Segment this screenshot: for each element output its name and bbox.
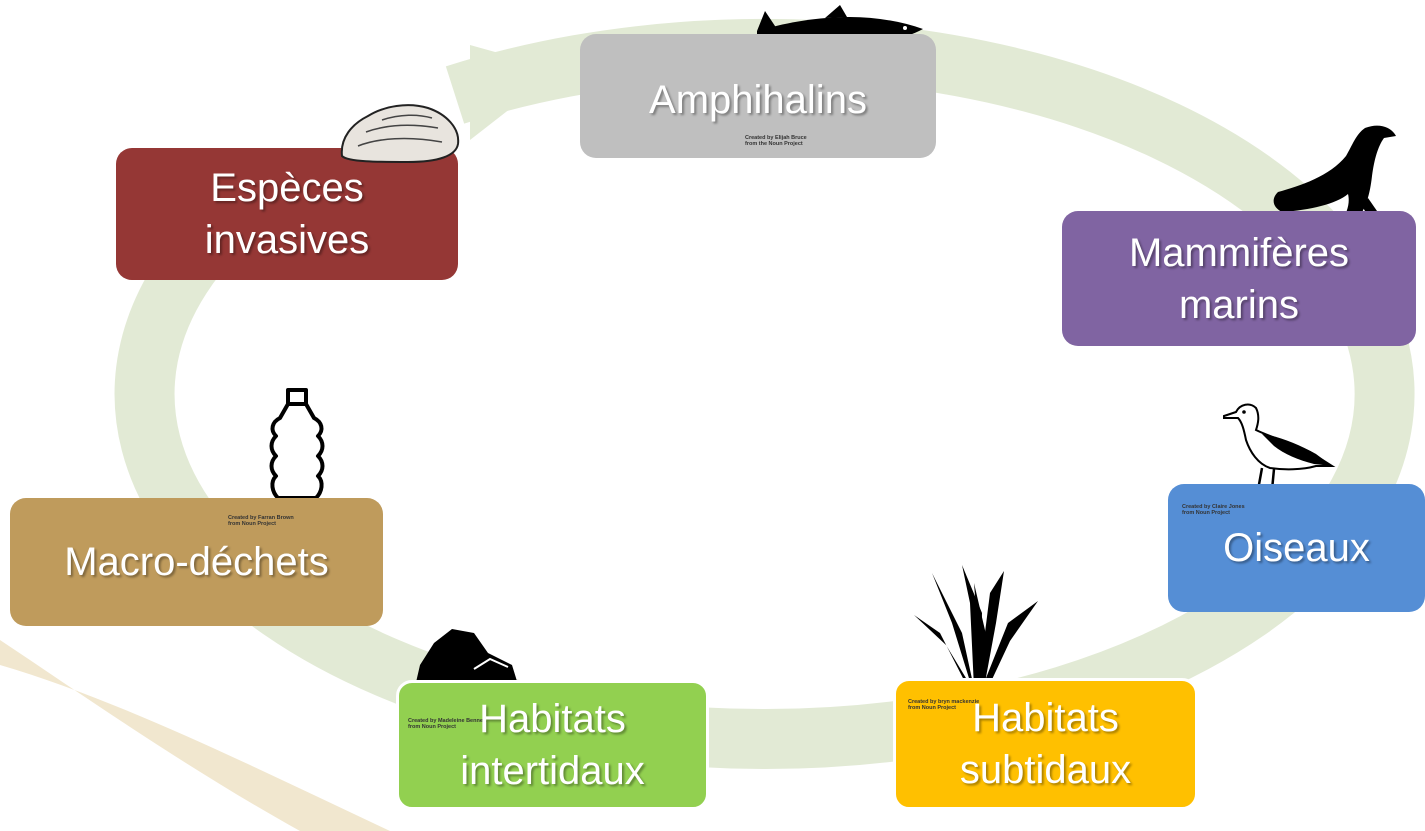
amphihalins-label: Amphihalins [649,78,867,122]
mammiferes-marins-box[interactable]: Mammifères marins [1062,211,1416,346]
rock-icon [412,625,522,691]
habitats-intertidaux-box[interactable]: Habitats intertidaux Created by Madelein… [396,680,709,810]
amphihalins-box[interactable]: Amphihalins Created by Elijah Bruce from… [580,34,936,158]
oiseaux-credit: Created by Claire Jones from Noun Projec… [1182,504,1245,516]
amphihalins-credit: Created by Elijah Bruce from the Noun Pr… [745,135,807,147]
mammiferes-marins-label: Mammifères marins [1128,230,1350,327]
habitats-intertidaux-credit: Created by Madeleine Bennett from Noun P… [408,718,487,730]
especes-invasives-box[interactable]: Espèces invasives [116,148,458,280]
oyster-icon [338,98,464,164]
seaweed-icon [912,563,1042,693]
oiseaux-box[interactable]: Oiseaux Created by Claire Jones from Nou… [1168,484,1425,612]
oiseaux-label: Oiseaux [1223,526,1370,570]
especes-invasives-label: Espèces invasives [204,166,370,262]
habitats-subtidaux-label: Habitats subtidaux [959,696,1132,792]
habitats-subtidaux-box[interactable]: Habitats subtidaux Created by bryn macke… [893,678,1198,810]
macro-dechets-box[interactable]: Macro-déchets Created by Farran Brown fr… [10,498,383,626]
habitats-subtidaux-credit: Created by bryn mackenzie from Noun Proj… [908,699,980,711]
cycle-arrowhead [470,45,560,140]
macro-dechets-credit: Created by Farran Brown from Noun Projec… [228,515,294,527]
macro-dechets-label: Macro-déchets [64,540,329,584]
plastic-bottle-icon [262,388,332,500]
habitats-intertidaux-label: Habitats intertidaux [460,697,645,793]
seagull-icon [1218,400,1338,492]
